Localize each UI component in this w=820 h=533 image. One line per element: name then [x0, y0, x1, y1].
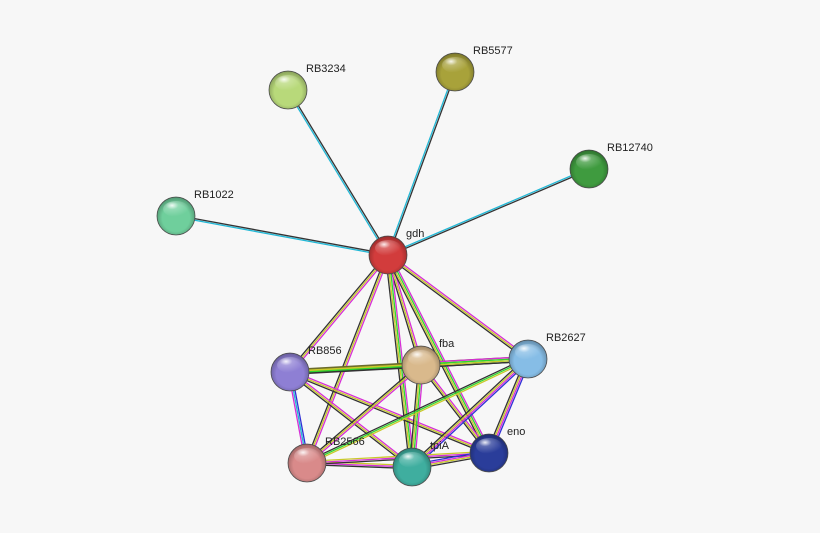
node-fba[interactable]: fba [401, 338, 455, 385]
edge-line-yellow [289, 254, 389, 373]
edge-line-magenta [307, 365, 423, 465]
node-highlight [476, 438, 502, 454]
edge-line-dark [288, 89, 390, 255]
edge-line-dark [176, 214, 389, 255]
node-label: RB2566 [325, 436, 365, 448]
edge-line-yellow [386, 255, 489, 454]
node-label: RB5577 [473, 45, 513, 57]
node-label: eno [507, 426, 525, 438]
node-highlight [163, 201, 189, 217]
edge-line-cyan [175, 216, 388, 257]
edge-line-magenta [290, 370, 414, 467]
node-label: RB2627 [546, 332, 586, 344]
node-rb3234[interactable]: RB3234 [268, 63, 346, 110]
edge-line-dark [388, 169, 590, 257]
node-label: gdh [406, 228, 424, 240]
edge-line-dark [305, 363, 421, 463]
edge-line-cyan [387, 167, 589, 255]
edge-line-green [388, 254, 491, 453]
edge-gdh-RB12740 [387, 167, 590, 257]
edge-line-dark [289, 372, 489, 456]
edge-line-yellow [306, 364, 422, 464]
edge-line-magenta [389, 253, 492, 453]
node-rb856[interactable]: RB856 [270, 345, 342, 392]
edge-line-olive [289, 362, 421, 372]
edge-line-dark [290, 365, 422, 375]
edge-gdh-RB2566 [304, 254, 391, 464]
edge-gdh-RB1022 [175, 214, 389, 257]
node-tpia[interactable]: tpiA [392, 440, 450, 487]
node-highlight [399, 452, 425, 468]
node-highlight [408, 350, 434, 366]
node-label: RB856 [308, 345, 342, 357]
edge-line-yellow [307, 359, 529, 466]
node-highlight [375, 240, 401, 256]
node-rb1022[interactable]: RB1022 [156, 189, 234, 236]
node-highlight [294, 448, 320, 464]
edge-fba-RB2566 [305, 363, 423, 465]
node-rb5577[interactable]: RB5577 [435, 45, 513, 92]
edge-line-dark [306, 356, 528, 463]
edge-line-dark [304, 254, 388, 463]
edge-line-dark [409, 356, 527, 466]
node-eno[interactable]: eno [469, 426, 525, 473]
edge-line-yellow [289, 364, 422, 373]
edge-line-magenta [388, 253, 530, 359]
node-label: RB12740 [607, 142, 653, 154]
edge-line-yellow [411, 357, 528, 467]
edge-RB856-tpiA [288, 370, 414, 469]
edge-line-magenta [307, 255, 391, 464]
edge-line-yellow [306, 254, 389, 464]
edge-line-dark [288, 253, 388, 372]
edge-line-green [306, 358, 529, 464]
edge-gdh-RB2627 [386, 253, 530, 361]
edge-line-dark [388, 72, 457, 256]
node-highlight [576, 154, 602, 170]
edge-gdh-RB3234 [286, 89, 390, 256]
node-highlight [275, 75, 301, 91]
edge-gdh-RB856 [288, 253, 390, 374]
edge-line-magenta [412, 359, 529, 469]
edge-line-magenta [290, 369, 490, 453]
node-label: tpiA [430, 440, 450, 452]
node-label: RB3234 [306, 63, 346, 75]
edge-RB2627-tpiA [409, 356, 531, 470]
edge-line-dark [288, 372, 412, 469]
edge-line-dark [384, 255, 411, 468]
edge-line-cyan [286, 90, 388, 256]
node-label: fba [439, 338, 455, 350]
edge-line-cyan [386, 71, 455, 255]
node-highlight [277, 357, 303, 373]
node-label: RB1022 [194, 189, 234, 201]
node-rb12740[interactable]: RB12740 [569, 142, 653, 189]
node-highlight [515, 344, 541, 360]
edge-line-yellow [289, 371, 490, 454]
edge-RB856-eno [289, 369, 490, 456]
node-rb2627[interactable]: RB2627 [508, 332, 586, 379]
node-gdh[interactable]: gdh [368, 228, 424, 275]
edge-line-green [388, 254, 414, 467]
node-highlight [442, 57, 468, 73]
edge-line-yellow [289, 371, 413, 468]
edge-line-yellow [387, 254, 529, 360]
edge-gdh-RB5577 [386, 71, 457, 256]
edge-RB2627-RB2566 [306, 356, 529, 466]
edge-line-blue [413, 360, 531, 470]
edge-line-dark [386, 255, 528, 361]
edge-RB856-fba [289, 362, 422, 375]
edge-line-yellow [386, 255, 412, 468]
edge-line-magenta [290, 255, 390, 374]
node-rb2566[interactable]: RB2566 [287, 436, 365, 483]
